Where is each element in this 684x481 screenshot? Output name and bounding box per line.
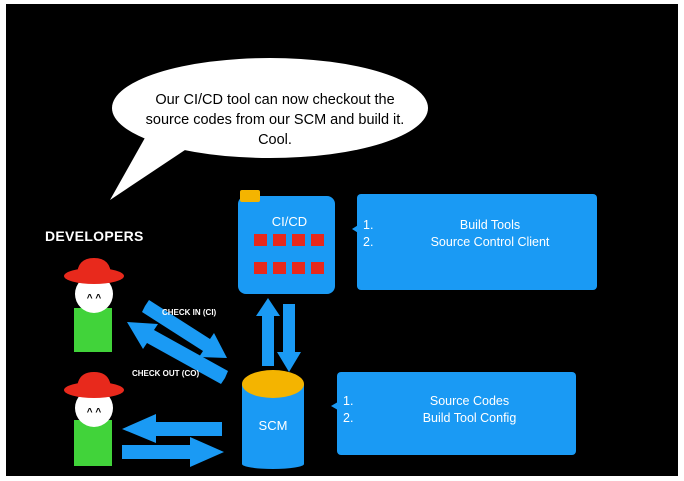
ci-cd-squares xyxy=(254,234,324,274)
check-in-arrow xyxy=(142,300,227,358)
ci-to-scm-arrow xyxy=(277,304,301,372)
ci-info-num-2: 2. xyxy=(363,235,374,249)
scm-info-box: 1. Source Codes 2. Build Tool Config xyxy=(337,372,576,455)
ci-info-text-1: Build Tools xyxy=(459,218,521,232)
scm-info-text-2: Build Tool Config xyxy=(422,411,517,425)
speech-line-2: source codes from our SCM and build it. xyxy=(145,112,405,128)
speech-line-3: Cool. xyxy=(258,132,292,148)
developers-label: DEVELOPERS xyxy=(45,228,144,244)
ci-info-item-1: 1. Build Tools xyxy=(357,218,597,235)
check-in-label: CHECK IN (CI) xyxy=(162,308,217,317)
scm-title: SCM xyxy=(258,418,288,433)
ci-cd-tab xyxy=(240,190,260,202)
ci-info-box: 1. Build Tools 2. Source Control Client xyxy=(357,194,597,290)
developer-to-scm-arrow xyxy=(122,437,224,467)
developer-face-2: ^ ^ xyxy=(86,407,102,418)
developer-figure-2 xyxy=(64,372,124,466)
ci-cd-device xyxy=(238,190,335,294)
check-out-label: CHECK OUT (CO) xyxy=(132,369,200,378)
check-out-arrow xyxy=(127,322,228,384)
scm-info-num-2: 2. xyxy=(343,411,354,425)
developer-figure-1 xyxy=(64,258,124,352)
ci-cd-title: CI/CD xyxy=(271,214,308,229)
scm-info-item-2: 2. Build Tool Config xyxy=(337,411,576,428)
scm-cylinder xyxy=(242,370,304,469)
speech-bubble xyxy=(110,58,428,200)
developer-face-1: ^ ^ xyxy=(86,293,102,304)
scm-to-ci-arrow xyxy=(256,298,280,366)
diagram-canvas: Our CI/CD tool can now checkout the sour… xyxy=(6,4,678,476)
scm-info-item-1: 1. Source Codes xyxy=(337,394,576,411)
scm-to-developer-arrow xyxy=(122,414,222,443)
scm-info-num-1: 1. xyxy=(343,394,354,408)
arrows-layer xyxy=(122,222,363,467)
speech-bubble-text: Our CI/CD tool can now checkout the sour… xyxy=(122,90,428,150)
speech-line-1: Our CI/CD tool can now checkout the xyxy=(155,92,395,108)
ci-info-item-2: 2. Source Control Client xyxy=(357,235,597,252)
ci-info-num-1: 1. xyxy=(363,218,374,232)
scm-info-text-1: Source Codes xyxy=(429,394,510,408)
ci-info-text-2: Source Control Client xyxy=(430,235,550,249)
